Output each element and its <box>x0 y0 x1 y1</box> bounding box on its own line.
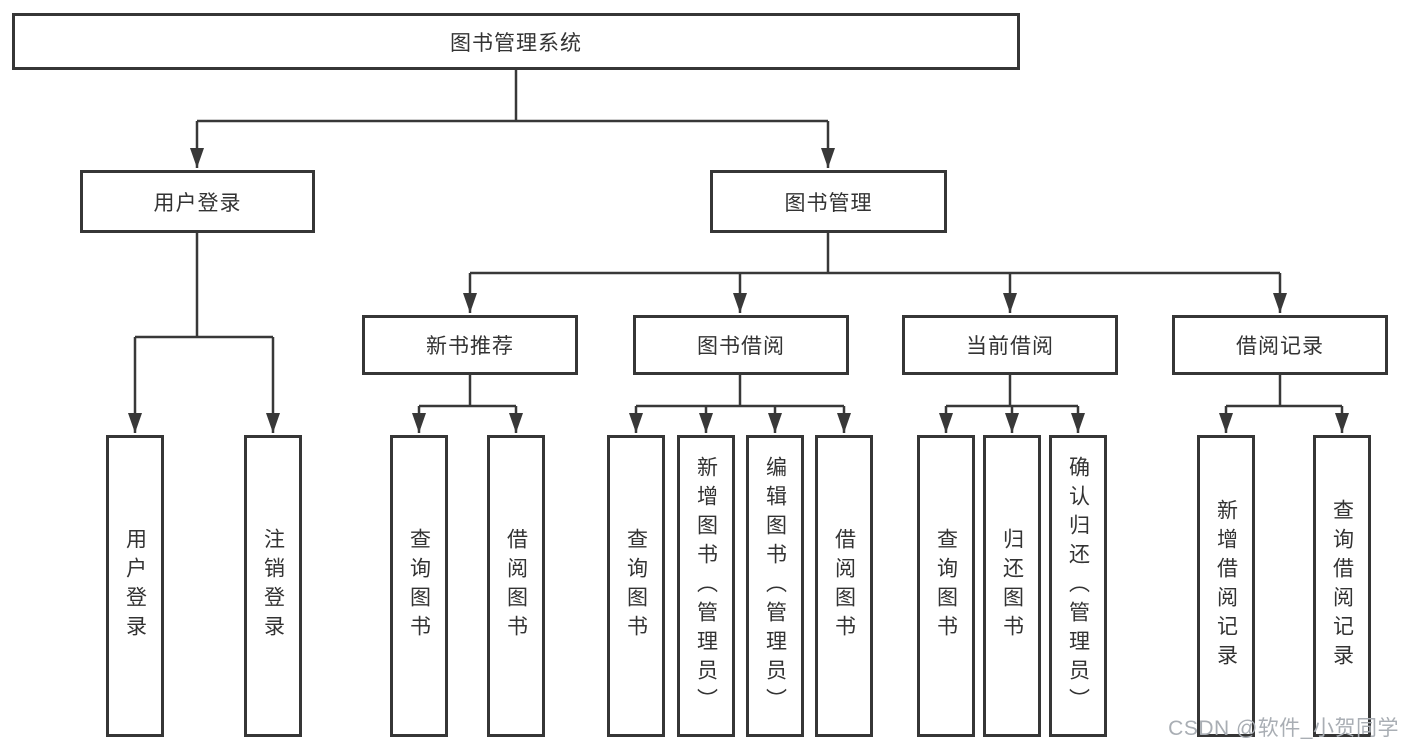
leaf-edit-book-admin: 编辑图书（管理员） <box>746 435 804 737</box>
csdn-watermark: CSDN @软件_小贺同学 <box>1168 717 1399 740</box>
node-root: 图书管理系统 <box>12 13 1020 70</box>
leaf-label: 归还图书 <box>1000 528 1024 644</box>
leaf-label: 借阅图书 <box>504 528 528 644</box>
leaf-label: 确认归还（管理员） <box>1066 455 1090 717</box>
leaf-label: 借阅图书 <box>832 528 856 644</box>
leaf-query-borrow-record: 查询借阅记录 <box>1313 435 1371 737</box>
node-book-management: 图书管理 <box>710 170 947 233</box>
node-new-book-recommend: 新书推荐 <box>362 315 578 375</box>
leaf-confirm-return-admin: 确认归还（管理员） <box>1049 435 1107 737</box>
leaf-borrow-books-2: 借阅图书 <box>815 435 873 737</box>
leaf-label: 新增借阅记录 <box>1214 499 1238 673</box>
node-user-login: 用户登录 <box>80 170 315 233</box>
leaf-label: 查询图书 <box>934 528 958 644</box>
leaf-query-books-2: 查询图书 <box>607 435 665 737</box>
leaf-label: 查询借阅记录 <box>1330 499 1354 673</box>
leaf-label: 查询图书 <box>407 528 431 644</box>
node-book-borrow: 图书借阅 <box>633 315 849 375</box>
node-current-borrow: 当前借阅 <box>902 315 1118 375</box>
leaf-label: 查询图书 <box>624 528 648 644</box>
leaf-query-books-1: 查询图书 <box>390 435 448 737</box>
leaf-logout: 注销登录 <box>244 435 302 737</box>
leaf-user-login: 用户登录 <box>106 435 164 737</box>
leaf-return-book: 归还图书 <box>983 435 1041 737</box>
leaf-label: 注销登录 <box>261 528 285 644</box>
leaf-add-borrow-record: 新增借阅记录 <box>1197 435 1255 737</box>
node-borrow-record: 借阅记录 <box>1172 315 1388 375</box>
leaf-label: 编辑图书（管理员） <box>763 455 787 717</box>
leaf-query-books-3: 查询图书 <box>917 435 975 737</box>
leaf-label: 新增图书（管理员） <box>694 455 718 717</box>
leaf-add-book-admin: 新增图书（管理员） <box>677 435 735 737</box>
leaf-label: 用户登录 <box>123 528 147 644</box>
leaf-borrow-books-1: 借阅图书 <box>487 435 545 737</box>
